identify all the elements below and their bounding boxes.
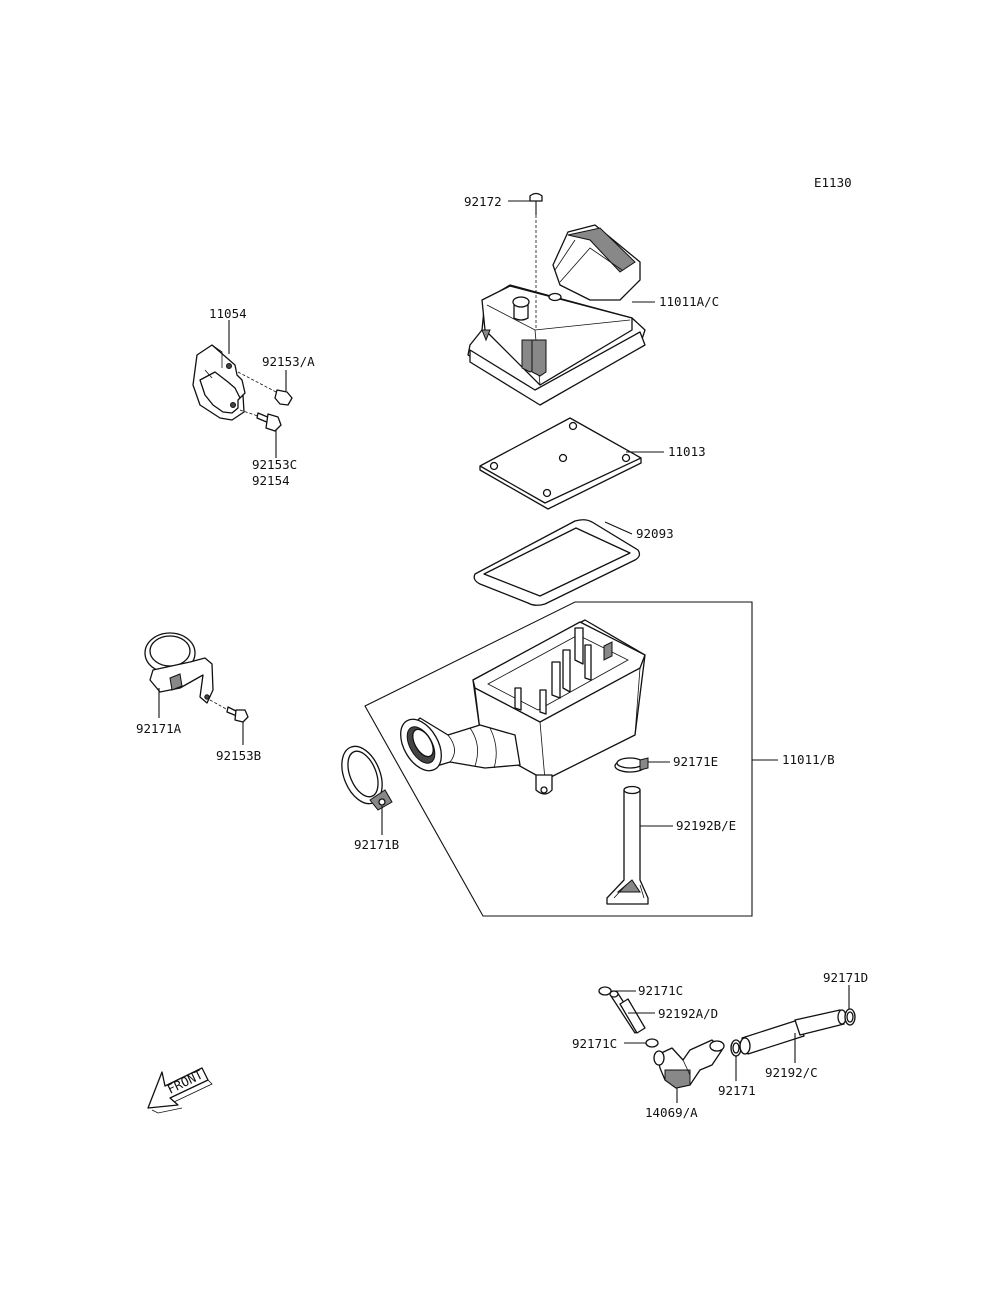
drain-tube (606, 785, 649, 905)
label-92192be: 92192B/E (676, 818, 736, 833)
tube-92192ad (609, 990, 646, 1034)
clamp-92171e (614, 757, 649, 773)
label-92171: 92171 (718, 1083, 756, 1098)
air-filter-element (479, 417, 642, 510)
bracket-11054 (192, 344, 246, 421)
label-92153b: 92153B (216, 748, 261, 763)
front-label: FRONT (165, 1067, 206, 1097)
label-92171c-bottom: 92171C (572, 1036, 617, 1051)
label-92171e: 92171E (673, 754, 718, 769)
bolt-92153b (209, 699, 249, 723)
label-92192c: 92192/C (765, 1065, 818, 1080)
callout-box-11011b (364, 601, 778, 917)
clip-92171d (844, 1008, 856, 1026)
clamp-92171a (144, 632, 214, 704)
clamp-92171b (341, 745, 393, 811)
label-92171b: 92171B (354, 837, 399, 852)
bolt-92153a (237, 371, 293, 406)
air-cleaner-case (400, 619, 646, 795)
air-cleaner-cover (467, 224, 646, 406)
leader-lines (158, 200, 850, 1103)
label-11054: 11054 (209, 306, 247, 321)
label-92153a: 92153/A (262, 354, 315, 369)
label-92171a: 92171A (136, 721, 182, 736)
label-92153c: 92153C (252, 457, 297, 472)
bolt-92153c (239, 409, 282, 432)
label-11011b: 11011/B (782, 752, 835, 767)
label-92171c-top: 92171C (638, 983, 683, 998)
label-11013: 11013 (668, 444, 706, 459)
hose-92192c (739, 1009, 847, 1055)
front-arrow-icon: FRONT (147, 1067, 213, 1114)
valve-14069a (653, 1039, 725, 1089)
label-14069a: 14069/A (645, 1105, 698, 1120)
label-92093: 92093 (636, 526, 674, 541)
label-92171d: 92171D (823, 970, 868, 985)
label-11011ac: 11011A/C (659, 294, 719, 309)
clip-92171c-top (598, 986, 612, 996)
diagram-code: E1130 (814, 175, 852, 190)
screw-92172 (529, 192, 543, 330)
clip-92171c-bottom (645, 1038, 659, 1048)
label-92172: 92172 (464, 194, 502, 209)
gasket (473, 519, 641, 606)
label-92192ad: 92192A/D (658, 1006, 718, 1021)
label-92154: 92154 (252, 473, 290, 488)
